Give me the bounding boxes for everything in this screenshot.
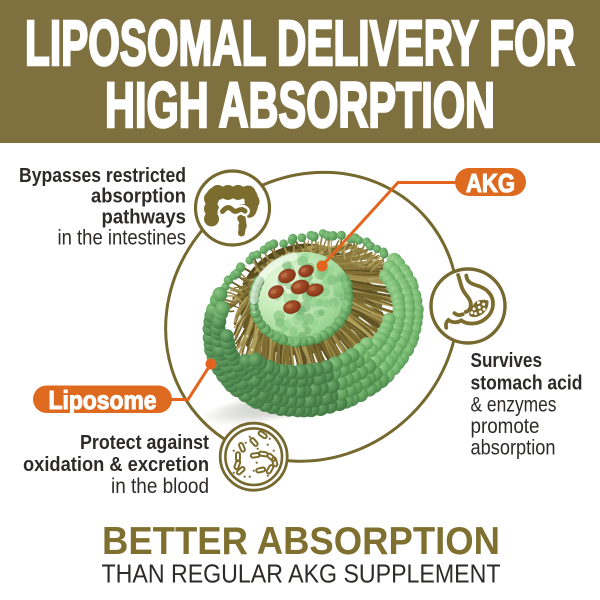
- svg-text:Survives: Survives: [471, 350, 543, 372]
- svg-text:absorption: absorption: [471, 436, 556, 460]
- svg-text:pathways: pathways: [102, 207, 187, 229]
- svg-text:in the blood: in the blood: [111, 474, 209, 498]
- svg-text:Liposome: Liposome: [49, 385, 157, 415]
- svg-text:AKG: AKG: [466, 168, 515, 198]
- svg-text:promote: promote: [471, 414, 540, 438]
- svg-text:Protect against: Protect against: [80, 432, 209, 454]
- svg-text:& enzymes: & enzymes: [471, 393, 557, 417]
- svg-text:LIPOSOMAL DELIVERY FOR: LIPOSOMAL DELIVERY FOR: [25, 7, 575, 79]
- svg-text:oxidation & excretion: oxidation & excretion: [23, 454, 209, 476]
- svg-text:HIGH ABSORPTION: HIGH ABSORPTION: [105, 69, 495, 141]
- svg-text:in the intestines: in the intestines: [58, 226, 187, 250]
- svg-text:Bypasses restricted: Bypasses restricted: [19, 165, 186, 187]
- svg-text:absorption: absorption: [91, 186, 186, 208]
- svg-text:stomach acid: stomach acid: [471, 373, 583, 395]
- svg-text:BETTER ABSORPTION: BETTER ABSORPTION: [102, 520, 500, 563]
- svg-text:THAN REGULAR AKG SUPPLEMENT: THAN REGULAR AKG SUPPLEMENT: [102, 561, 501, 589]
